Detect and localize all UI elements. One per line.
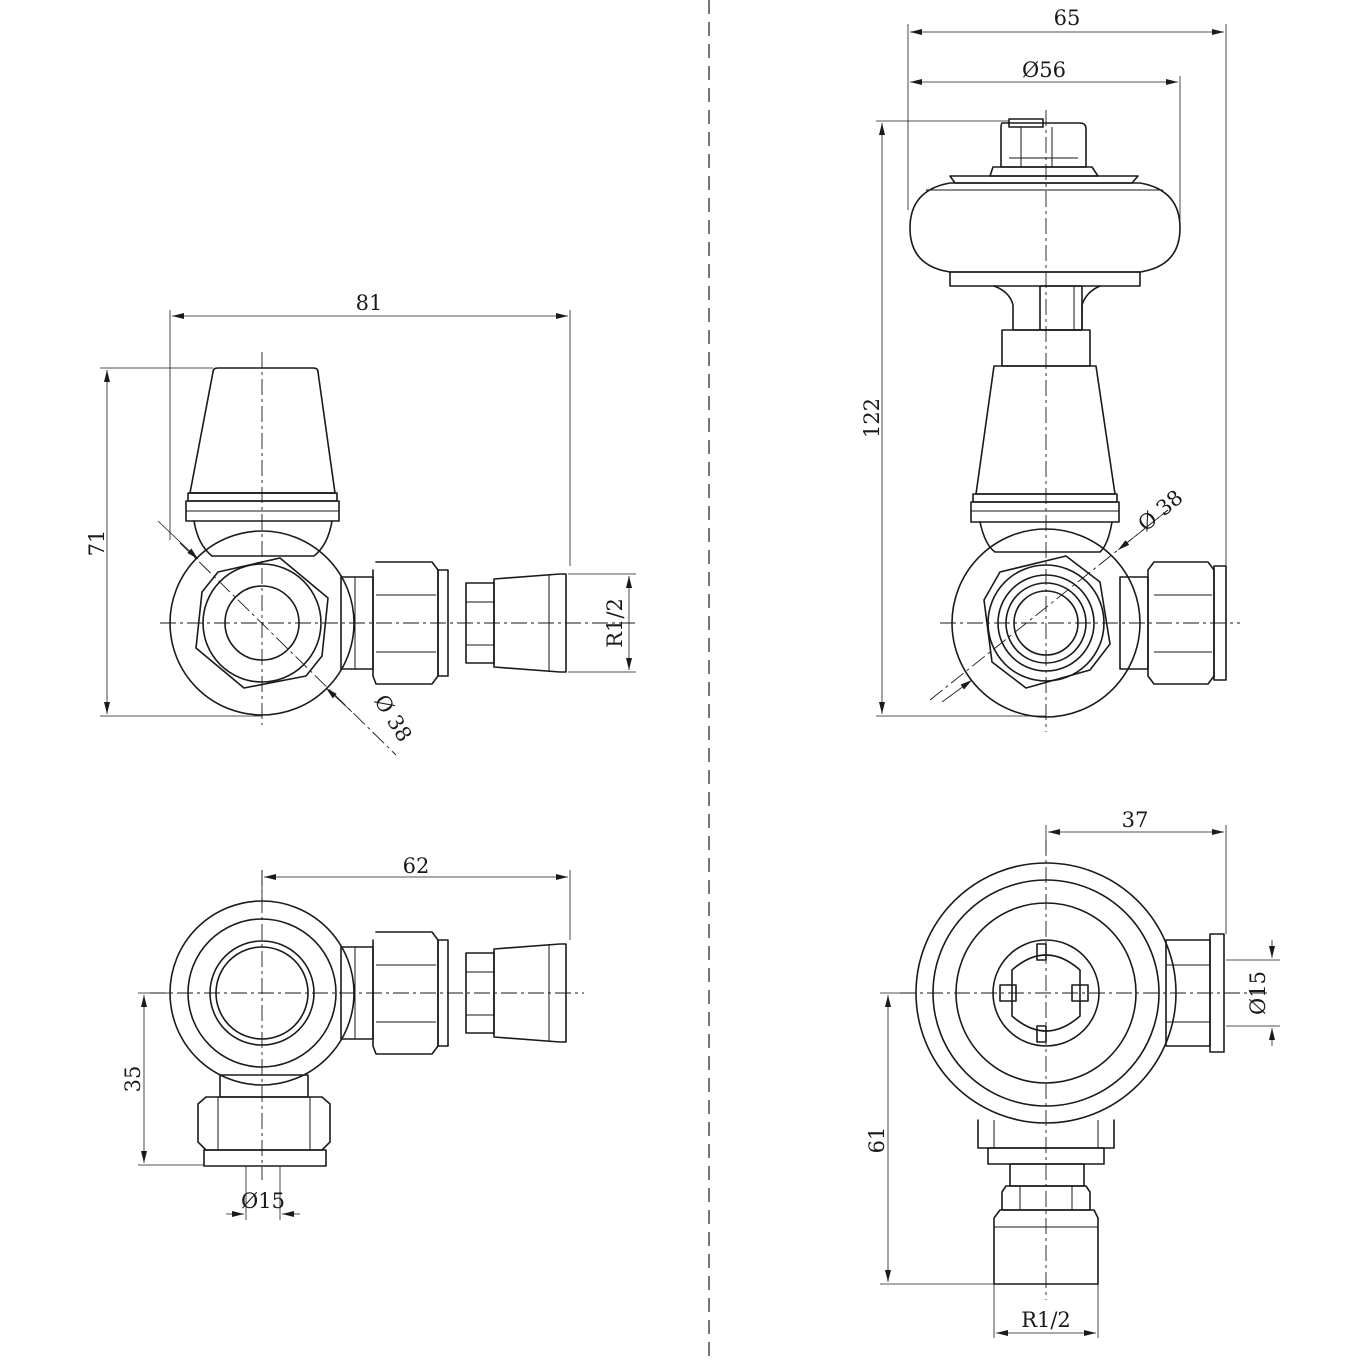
dim-top-view-offset: 37 <box>1122 808 1149 832</box>
dim-front-body-diameter: Ø 38 <box>369 690 416 746</box>
dim-top-view-pipe: Ø15 <box>1246 971 1270 1015</box>
dim-top-view-drop: 61 <box>865 1127 889 1154</box>
dim-side-body-diameter: Ø 38 <box>1133 485 1187 536</box>
dim-front-width: 81 <box>356 291 383 315</box>
dim-side-height: 122 <box>860 398 884 438</box>
front-view: 81 71 R1/2 Ø 38 <box>85 291 636 756</box>
dim-bottom-left-drop: 35 <box>121 1066 145 1093</box>
top-view: 37 Ø15 61 R1/2 <box>865 808 1280 1338</box>
bottom-left-view: 62 35 Ø15 <box>121 854 584 1220</box>
dim-front-height: 71 <box>85 530 109 557</box>
side-view: 65 Ø56 122 Ø 38 <box>860 6 1240 732</box>
dim-side-head-diameter: Ø56 <box>1022 58 1066 82</box>
dim-side-width: 65 <box>1054 6 1081 30</box>
dim-front-thread: R1/2 <box>603 598 627 648</box>
dim-bottom-left-width: 62 <box>403 854 430 878</box>
dim-top-view-thread: R1/2 <box>1021 1308 1071 1332</box>
dim-bottom-left-pipe: Ø15 <box>241 1189 285 1213</box>
